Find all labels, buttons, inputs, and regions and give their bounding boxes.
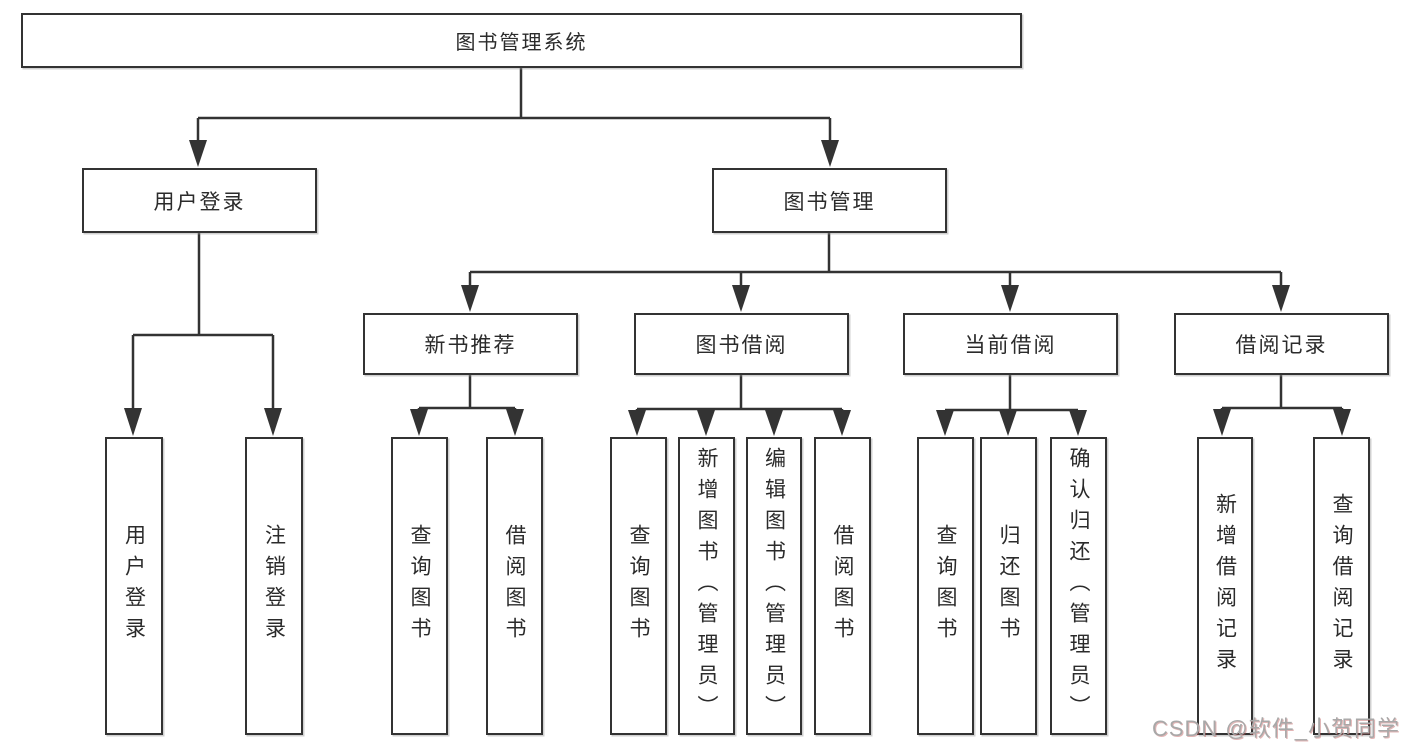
node-leaf-confirm-return-admin-label: 确认归还（管理员） [1067,446,1090,726]
node-leaf-user-login: 用户登录 [105,437,163,735]
node-root: 图书管理系统 [21,13,1022,68]
node-borrow-record: 借阅记录 [1174,313,1389,375]
node-book-borrow: 图书借阅 [634,313,849,375]
node-leaf-add-borrow-record-label: 新增借阅记录 [1213,493,1237,679]
node-leaf-query-borrow-record: 查询借阅记录 [1313,437,1370,735]
node-leaf-query-book-3: 查询图书 [917,437,974,735]
node-leaf-edit-book-admin: 编辑图书（管理员） [746,437,802,735]
node-leaf-borrow-book-1-label: 借阅图书 [503,524,526,648]
csdn-watermark: CSDN @软件_小贺同学 [1151,716,1400,741]
node-leaf-add-book-admin-label: 新增图书（管理员） [695,446,718,726]
node-leaf-add-book-admin: 新增图书（管理员） [678,437,735,735]
node-new-book-recommend: 新书推荐 [363,313,578,375]
node-leaf-logout-label: 注销登录 [262,524,286,648]
node-book-borrow-label: 图书借阅 [695,334,788,357]
node-new-book-recommend-label: 新书推荐 [424,334,517,357]
node-root-label: 图书管理系统 [455,32,588,54]
node-leaf-query-book-1-label: 查询图书 [408,524,431,648]
node-borrow-record-label: 借阅记录 [1235,334,1328,357]
node-leaf-query-book-3-label: 查询图书 [934,524,957,648]
node-user-login-label: 用户登录 [153,190,246,214]
node-leaf-logout: 注销登录 [245,437,303,735]
node-leaf-edit-book-admin-label: 编辑图书（管理员） [762,446,786,726]
node-current-borrow: 当前借阅 [903,313,1118,375]
node-leaf-user-login-label: 用户登录 [122,524,146,648]
node-book-management: 图书管理 [712,168,947,233]
node-current-borrow-label: 当前借阅 [964,334,1057,357]
node-leaf-return-book: 归还图书 [980,437,1037,735]
node-leaf-query-book-1: 查询图书 [391,437,448,735]
node-leaf-borrow-book-1: 借阅图书 [486,437,543,735]
node-leaf-query-book-2-label: 查询图书 [627,524,650,648]
node-leaf-confirm-return-admin: 确认归还（管理员） [1050,437,1107,735]
node-leaf-borrow-book-2: 借阅图书 [814,437,871,735]
node-leaf-query-borrow-record-label: 查询借阅记录 [1330,493,1353,679]
node-leaf-query-book-2: 查询图书 [610,437,667,735]
node-leaf-return-book-label: 归还图书 [997,524,1020,648]
node-book-management-label: 图书管理 [783,190,876,214]
node-leaf-add-borrow-record: 新增借阅记录 [1197,437,1253,735]
node-leaf-borrow-book-2-label: 借阅图书 [831,524,854,648]
node-user-login: 用户登录 [82,168,317,233]
